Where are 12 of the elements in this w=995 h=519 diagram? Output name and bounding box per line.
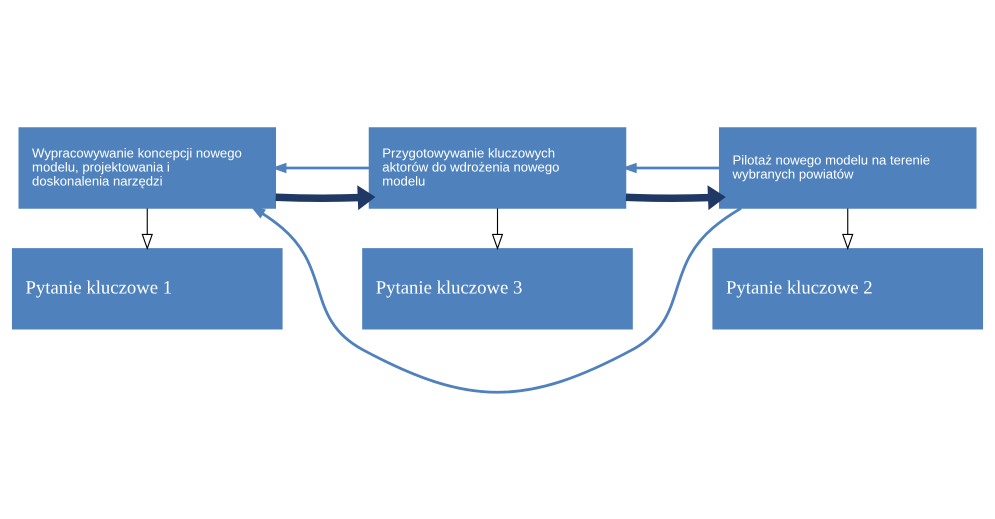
arrow bbox=[250, 206, 742, 394]
node-box: Pytanie kluczowe 2 bbox=[712, 248, 984, 330]
node-box: Wypracowywanie koncepcji nowego modelu, projektowania i doskonalenia narzędzi bbox=[18, 126, 276, 208]
node-box: Pytanie kluczowe 3 bbox=[362, 248, 633, 330]
arrow bbox=[842, 208, 854, 250]
node-box: Pilotaż nowego modelu na terenie wybranych powiatów bbox=[718, 126, 976, 208]
node-box: Pytanie kluczowe 1 bbox=[12, 248, 283, 330]
arrow bbox=[492, 208, 504, 250]
arrow bbox=[626, 184, 726, 210]
arrow bbox=[276, 184, 376, 210]
node-box: Przygotowywanie kluczowych aktorów do wdrożenia nowego modelu bbox=[368, 126, 626, 208]
arrow bbox=[142, 208, 153, 250]
